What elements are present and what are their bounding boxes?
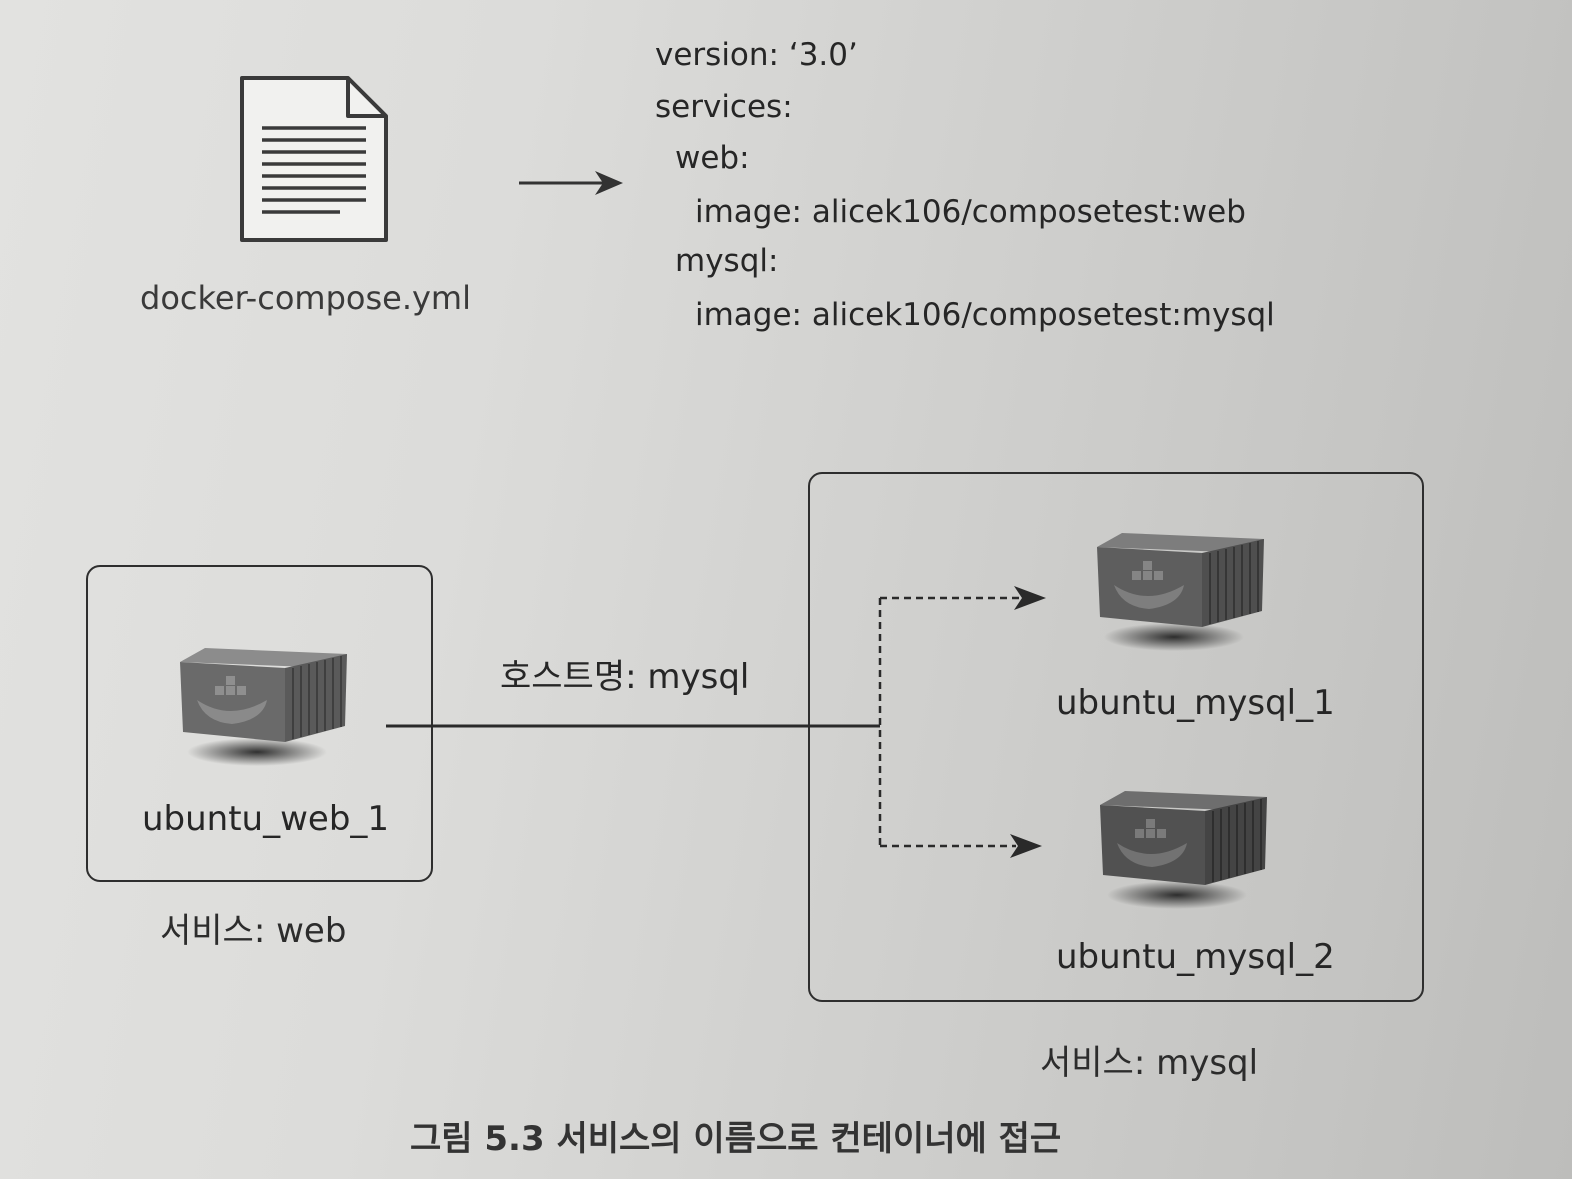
docker-container-icon xyxy=(180,648,347,766)
container-name-label: ubuntu_web_1 xyxy=(142,799,390,839)
yaml-line: image: alicek106/composetest:web xyxy=(695,194,1246,230)
mysql-service-box xyxy=(808,472,1424,1002)
file-name-label: docker-compose.yml xyxy=(140,279,471,317)
container-name-label: ubuntu_mysql_1 xyxy=(1056,683,1335,723)
figure-caption: 그림 5.3 서비스의 이름으로 컨테이너에 접근 xyxy=(410,1119,1062,1159)
container-name-label: ubuntu_mysql_2 xyxy=(1056,937,1335,977)
yaml-line: mysql: xyxy=(675,243,779,279)
docker-container-icon xyxy=(1097,533,1264,651)
right-arrow-icon xyxy=(519,171,623,195)
hostname-label: 호스트명: mysql xyxy=(500,657,750,697)
yaml-line: image: alicek106/composetest:mysql xyxy=(695,297,1275,333)
yaml-line: services: xyxy=(655,89,793,125)
service-caption: 서비스: web xyxy=(160,911,347,951)
yaml-line: version: ‘3.0’ xyxy=(655,37,858,73)
docker-container-icon xyxy=(1100,791,1267,909)
document-icon xyxy=(240,76,388,242)
yaml-line: web: xyxy=(675,140,750,176)
web-service-box xyxy=(86,565,433,882)
service-caption: 서비스: mysql xyxy=(1040,1043,1259,1083)
